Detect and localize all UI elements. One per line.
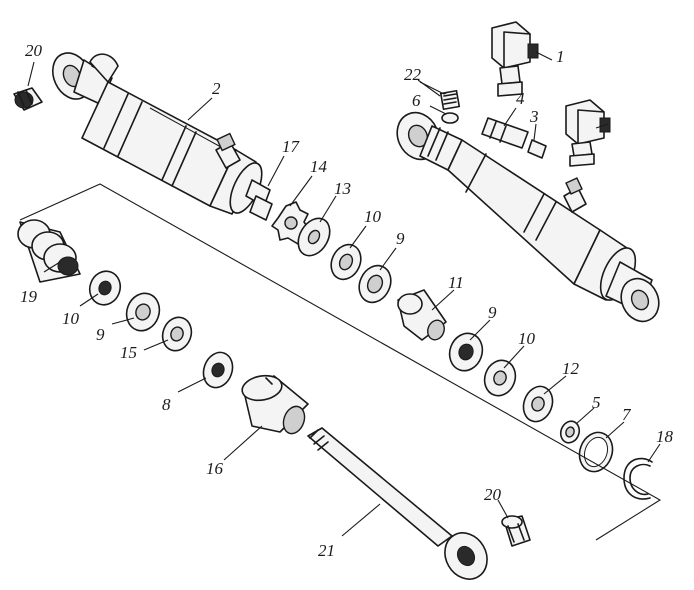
bushing (13, 87, 43, 111)
label-part-2: 2 (212, 79, 221, 98)
castle-nut-right (483, 359, 517, 397)
part-labels: 20 2 17 14 13 10 9 1 22 6 4 3 11 9 10 12… (20, 41, 674, 560)
bearing (358, 264, 392, 304)
piston-rod (307, 427, 488, 580)
small-fitting (527, 139, 547, 159)
hydraulic-cylinder-assembled (396, 111, 660, 323)
label-part-22: 22 (404, 65, 422, 84)
rod-guide (397, 289, 447, 341)
label-part-18: 18 (656, 427, 674, 446)
label-part-20-top: 20 (25, 41, 43, 60)
bushing-bottom (501, 515, 531, 547)
washer-right (522, 385, 554, 423)
label-part-5: 5 (592, 393, 601, 412)
label-part-21: 21 (318, 541, 335, 560)
label-part-16: 16 (206, 459, 224, 478)
connecting-pipe (481, 117, 529, 149)
label-part-8: 8 (162, 395, 171, 414)
bellows-boot (17, 219, 81, 283)
exploded-view-boundary (19, 183, 662, 541)
label-part-7: 7 (622, 405, 632, 424)
label-part-10-left: 10 (62, 309, 80, 328)
seal-ring (441, 112, 459, 124)
label-part-3: 3 (529, 107, 539, 126)
label-part-14: 14 (310, 157, 328, 176)
label-part-9-top: 9 (396, 229, 405, 248)
fitting (439, 89, 461, 111)
solenoid-valve (491, 21, 539, 97)
circlip (623, 457, 653, 500)
castle-nut-left (88, 270, 122, 306)
castle-nut (330, 243, 362, 281)
seal (202, 351, 234, 389)
solenoid-valve-second (565, 99, 611, 167)
label-part-4: 4 (516, 89, 525, 108)
label-part-17: 17 (282, 137, 301, 156)
label-part-19: 19 (20, 287, 38, 306)
label-part-13: 13 (334, 179, 351, 198)
o-ring (559, 420, 581, 444)
label-part-1: 1 (556, 47, 565, 66)
label-part-9-left: 9 (96, 325, 105, 344)
label-part-10-top: 10 (364, 207, 382, 226)
label-part-12: 12 (562, 359, 580, 378)
leader-lines (27, 51, 661, 537)
retaining-ring (578, 431, 614, 473)
label-part-6: 6 (412, 91, 421, 110)
label-part-10-right: 10 (518, 329, 536, 348)
label-part-20-bottom: 20 (484, 485, 502, 504)
label-part-15: 15 (120, 343, 137, 362)
hydraulic-cylinder (51, 52, 273, 221)
label-part-11: 11 (448, 273, 464, 292)
label-part-9-right: 9 (488, 303, 497, 322)
bearing-left (125, 292, 161, 332)
washer (297, 217, 331, 257)
bearing-right (448, 332, 484, 372)
thrust-washer (161, 316, 193, 352)
piston (241, 374, 309, 435)
